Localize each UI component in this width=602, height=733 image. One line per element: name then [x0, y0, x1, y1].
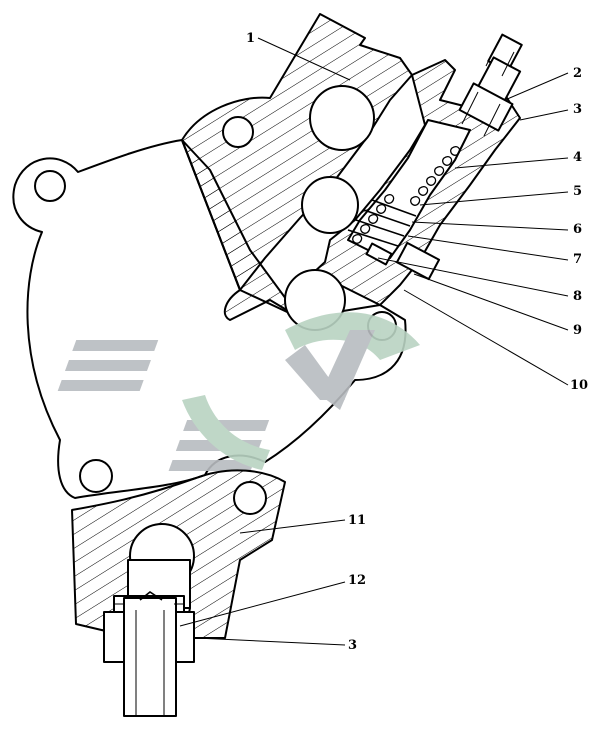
upper-housing-wing [181, 139, 301, 321]
bolt-hole-left [34, 170, 66, 202]
adjusting-screw [458, 33, 523, 137]
callout-12: 12 [348, 573, 366, 588]
callout-1: 1 [246, 31, 255, 46]
callout-9: 9 [573, 323, 582, 338]
gear-bore-upper [309, 85, 375, 151]
callout-4: 4 [573, 150, 582, 165]
callouts: 1 2 3 4 5 6 7 8 9 10 11 12 3 [246, 31, 588, 653]
callout-8: 8 [573, 289, 582, 304]
callout-6: 6 [573, 222, 582, 237]
outlet-bolt-hole [233, 481, 267, 515]
callout-3-bottom: 3 [348, 638, 357, 653]
gear-bore-middle [301, 176, 359, 234]
callout-10: 10 [570, 378, 588, 393]
watermark-logo [57, 312, 420, 471]
callout-7: 7 [573, 252, 582, 267]
callout-2: 2 [573, 66, 582, 81]
bolt-hole-top [222, 116, 254, 148]
leader-lines [179, 37, 569, 646]
upper-housing-section [181, 13, 413, 291]
bolt-hole-bottom-left [79, 459, 113, 493]
callout-11: 11 [348, 513, 366, 528]
callout-3-top: 3 [573, 102, 582, 117]
outlet-fitting [103, 591, 195, 717]
callout-5: 5 [573, 184, 582, 199]
